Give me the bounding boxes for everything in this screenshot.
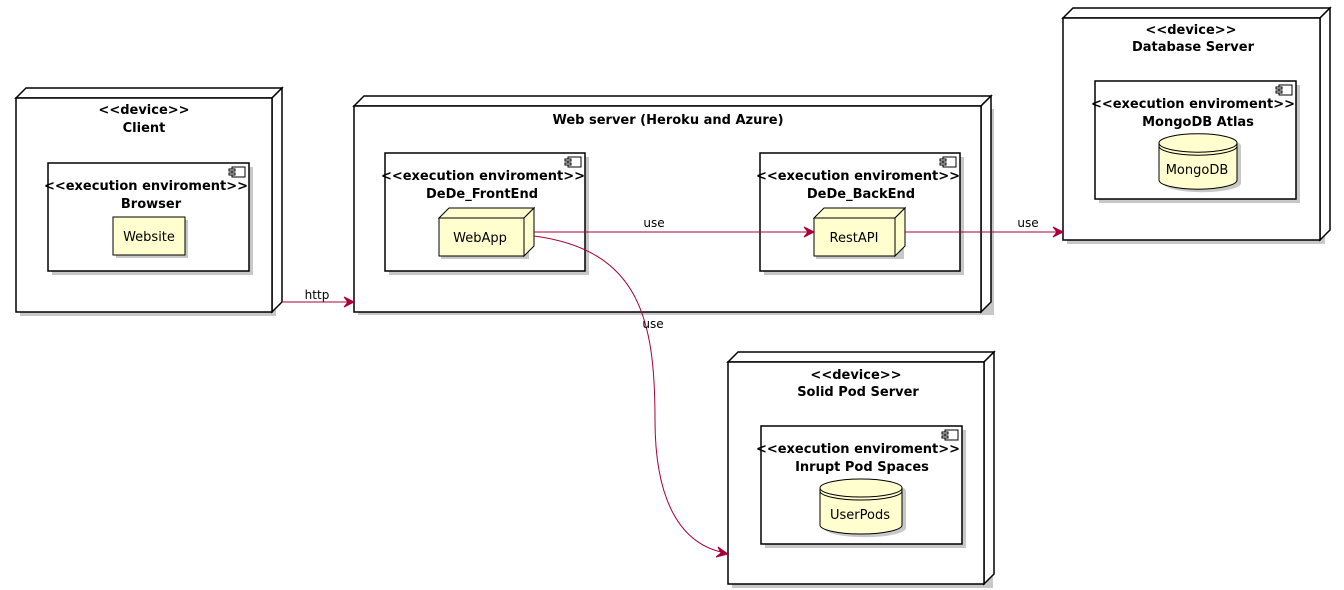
browser-title: Browser <box>121 197 182 212</box>
inrupt-title: Inrupt Pod Spaces <box>795 460 929 475</box>
edge-label-use-solid: use <box>642 317 663 331</box>
edge-label-http: http <box>305 288 330 302</box>
component-icon <box>939 156 957 168</box>
database-server-node: <<device>> Database Server <<execution e… <box>1061 6 1332 244</box>
browser-environment: <<execution enviroment>> Browser Website <box>44 162 253 275</box>
mongodb-atlas-title: MongoDB Atlas <box>1142 115 1254 130</box>
frontend-title: DeDe_FrontEnd <box>426 187 538 202</box>
client-stereotype: <<device>> <box>98 103 189 118</box>
userpods-label: UserPods <box>830 508 890 523</box>
mongodb-atlas-environment: <<execution enviroment>> MongoDB Atlas M… <box>1091 80 1300 203</box>
edge-label-use-database: use <box>1017 216 1038 230</box>
client-title: Client <box>123 121 166 136</box>
solid-pod-server-stereotype: <<device>> <box>810 368 901 383</box>
inrupt-pod-spaces-environment: <<execution enviroment>> Inrupt Pod Spac… <box>756 425 966 548</box>
webapp-node: WebApp <box>437 206 536 259</box>
restapi-node: RestAPI <box>812 206 907 259</box>
edge-label-use-restapi: use <box>643 216 664 230</box>
mongodb-label: MongoDB <box>1166 163 1229 178</box>
backend-stereotype: <<execution enviroment>> <box>756 169 960 184</box>
website-artifact: Website <box>112 216 188 258</box>
userpods-database: UserPods <box>819 478 906 538</box>
webapp-label: WebApp <box>453 231 507 246</box>
component-icon <box>228 166 246 178</box>
inrupt-stereotype: <<execution enviroment>> <box>756 442 960 457</box>
edge-restapi-to-database: use <box>905 216 1065 238</box>
component-icon <box>564 156 582 168</box>
edge-webapp-to-restapi: use <box>534 216 816 238</box>
mongodb-atlas-stereotype: <<execution enviroment>> <box>1091 97 1295 112</box>
component-icon <box>1275 84 1293 96</box>
frontend-environment: <<execution enviroment>> DeDe_FrontEnd W… <box>381 152 589 275</box>
solid-pod-server-title: Solid Pod Server <box>797 385 919 400</box>
database-server-title: Database Server <box>1132 40 1255 55</box>
backend-environment: <<execution enviroment>> DeDe_BackEnd Re… <box>756 152 964 275</box>
edge-client-to-webserver: http <box>282 288 356 308</box>
backend-title: DeDe_BackEnd <box>807 187 915 202</box>
browser-stereotype: <<execution enviroment>> <box>44 179 248 194</box>
mongodb-database: MongoDB <box>1158 133 1241 193</box>
restapi-label: RestAPI <box>830 231 879 246</box>
frontend-stereotype: <<execution enviroment>> <box>381 169 585 184</box>
solid-pod-server-node: <<device>> Solid Pod Server <<execution … <box>726 350 996 588</box>
web-server-title: Web server (Heroku and Azure) <box>552 113 783 128</box>
edge-webapp-to-solid: use <box>533 235 730 558</box>
database-server-stereotype: <<device>> <box>1145 23 1236 38</box>
web-server-node: Web server (Heroku and Azure) <<executio… <box>352 94 994 315</box>
component-icon <box>941 429 959 441</box>
client-node: <<device>> Client <<execution enviroment… <box>14 86 284 316</box>
website-label: Website <box>123 230 175 245</box>
